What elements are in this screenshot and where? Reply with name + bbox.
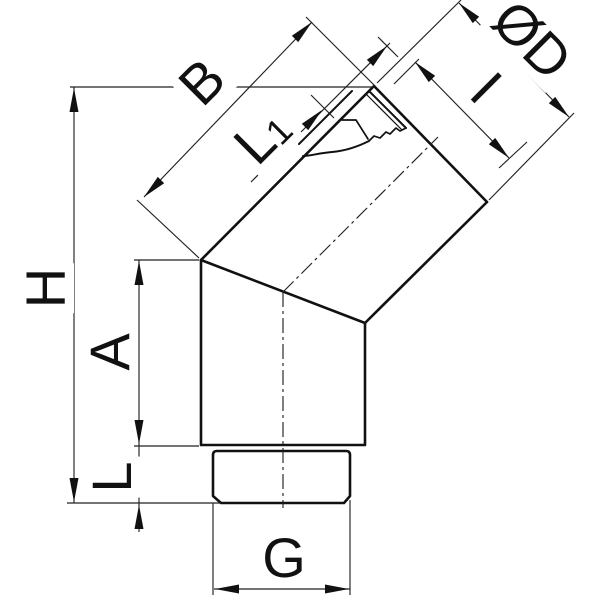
part-outline	[199, 84, 489, 505]
dimension-arrowheads	[69, 3, 569, 594]
centerlines	[282, 136, 439, 508]
dim-label-height: H	[14, 262, 77, 314]
dim-label-body-height: A	[78, 328, 141, 376]
thread-detail	[298, 90, 407, 157]
dim-label-bottom-thread: G	[257, 530, 311, 586]
dim-label-thread-length: L	[80, 456, 143, 498]
